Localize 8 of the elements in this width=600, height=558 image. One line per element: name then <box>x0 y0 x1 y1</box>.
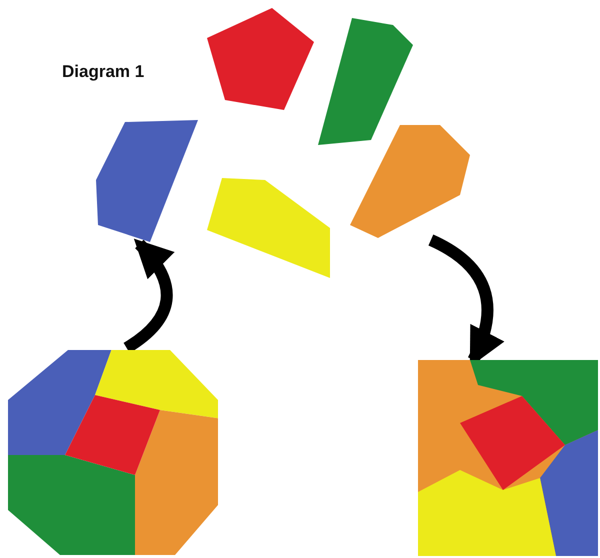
square-piece <box>205 6 317 112</box>
pentagon-piece <box>94 118 200 244</box>
square-drawing <box>418 360 598 556</box>
octagon-drawing <box>8 348 220 556</box>
diagram-title: Diagram 1 <box>62 62 144 82</box>
hexagon-piece <box>348 122 472 240</box>
curved-arrow <box>123 238 174 353</box>
pentagon-piece <box>205 176 333 280</box>
